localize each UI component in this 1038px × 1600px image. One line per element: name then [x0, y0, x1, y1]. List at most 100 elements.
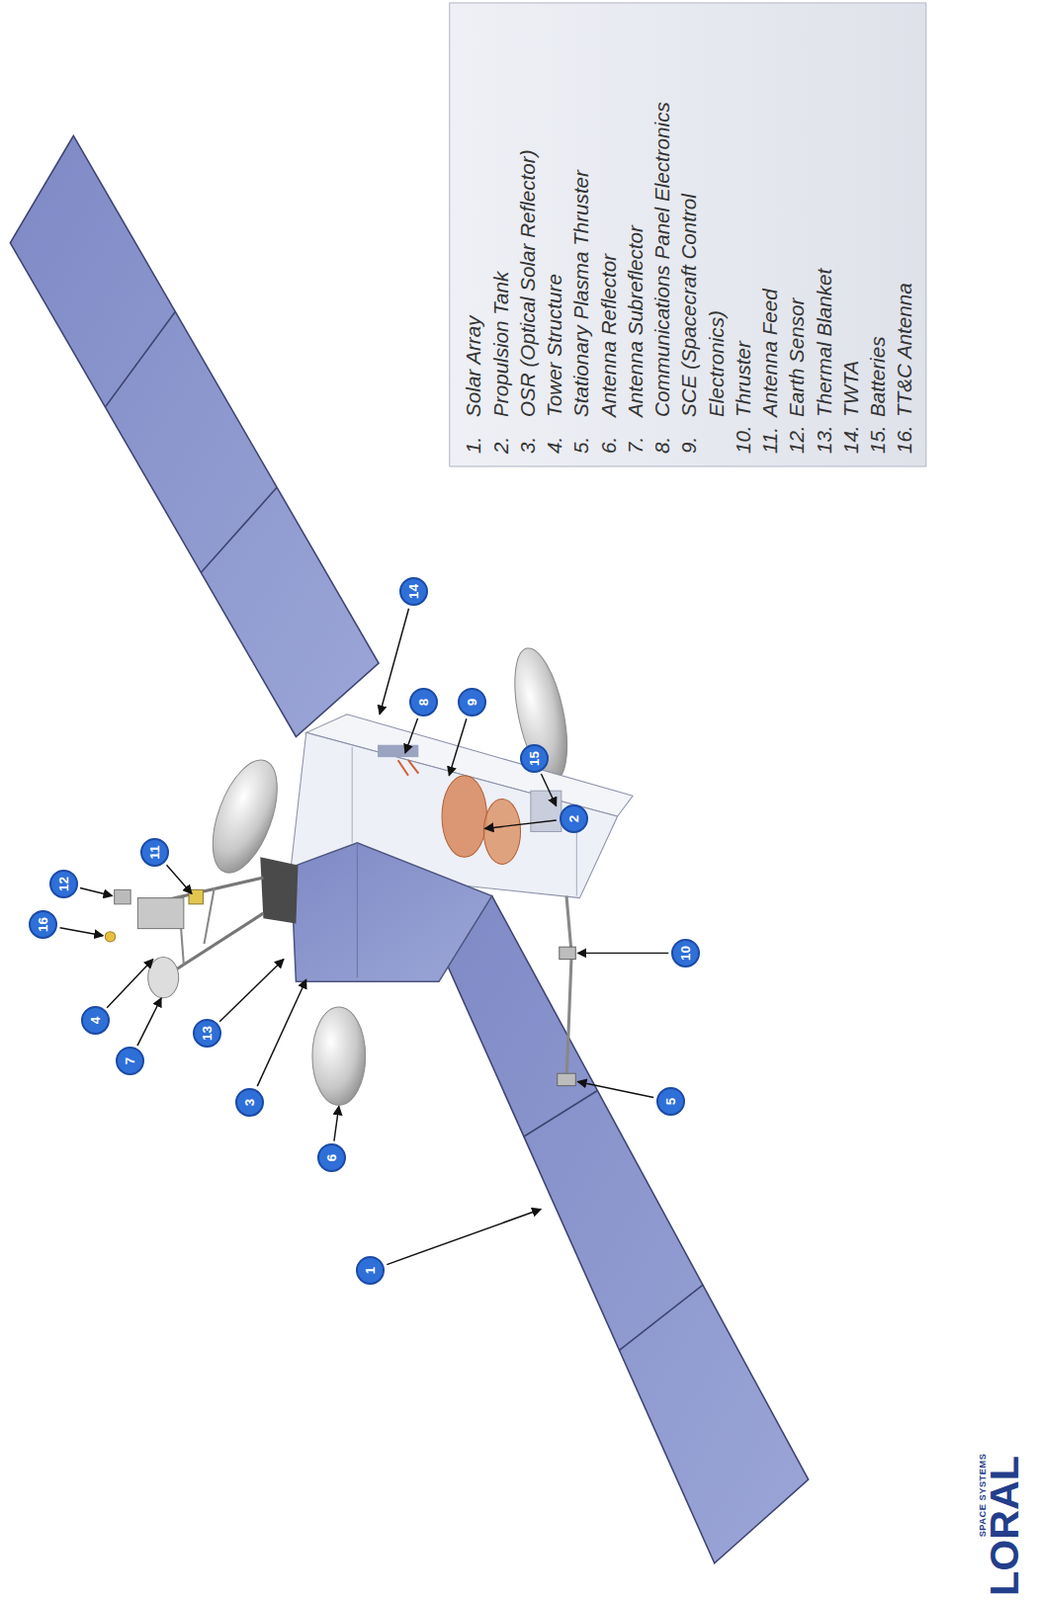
- callout-number: 3: [235, 1088, 264, 1118]
- callout-number: 9: [457, 688, 487, 717]
- thruster: [559, 947, 577, 959]
- callout-number: 8: [409, 688, 438, 717]
- legend-number: 5.: [568, 417, 596, 454]
- callout-number: 6: [317, 1143, 346, 1173]
- legend-number: 13.: [810, 417, 838, 454]
- legend-number: 6.: [595, 417, 622, 454]
- callout-number: 15: [519, 744, 549, 774]
- callout-number: 5: [656, 1087, 686, 1117]
- antenna-dish: [312, 1007, 366, 1106]
- part-name: Antenna Feed: [756, 289, 783, 419]
- callout-number: 11: [140, 838, 170, 867]
- part-name: OSR (Optical Solar Reflector): [514, 150, 541, 419]
- part-name: Solar Array: [460, 316, 488, 418]
- battery-pack: [530, 790, 562, 832]
- leader-line: [219, 959, 284, 1023]
- tower-strut: [203, 887, 214, 945]
- leader-line: [386, 1210, 541, 1266]
- legend-row: 12.Earth Sensor: [783, 11, 811, 454]
- leader-line: [167, 865, 193, 894]
- legend-row: 6.Antenna Reflector: [595, 11, 622, 454]
- leader-line: [577, 952, 669, 954]
- leader-line: [137, 998, 162, 1046]
- legend-row: 16.TT&C Antenna: [891, 11, 919, 454]
- legend-row: 3.OSR (Optical Solar Reflector): [514, 11, 541, 454]
- legend-number: 16.: [891, 417, 919, 454]
- solar-wing: [9, 135, 379, 737]
- leader-line: [80, 887, 113, 896]
- part-name: Earth Sensor: [783, 298, 811, 418]
- leader-line: [448, 718, 467, 777]
- body-edge: [356, 843, 358, 978]
- leader-line: [334, 1106, 340, 1141]
- panel-divider: [619, 1285, 704, 1351]
- callout-number: 12: [49, 869, 79, 899]
- part-name: Thruster: [729, 342, 757, 419]
- legend-panel: 1.Solar Array2.Propulsion Tank3.OSR (Opt…: [448, 2, 927, 468]
- panel-divider: [104, 311, 175, 408]
- plasma-thruster: [557, 1073, 577, 1086]
- leader-line: [540, 774, 556, 807]
- legend-row: 4.Tower Structure: [540, 11, 568, 454]
- part-name: Propulsion Tank: [487, 271, 515, 418]
- legend-row: 5.Stationary Plasma Thruster: [568, 11, 596, 454]
- ttc-antenna: [104, 932, 115, 943]
- legend-row: 14.TWTA: [837, 11, 865, 454]
- legend-row: 7.Antenna Subreflector: [621, 11, 649, 454]
- subreflector: [148, 957, 179, 999]
- legend-row: 10.Thruster: [729, 11, 757, 454]
- panel-divider: [200, 488, 276, 574]
- legend-number: 15.: [864, 417, 891, 454]
- part-name: TT&C Antenna: [891, 283, 919, 419]
- antenna-feed: [137, 898, 183, 930]
- legend-row: 9.SCE (Spacecraft Control Electronics): [676, 11, 731, 454]
- legend-row: 15.Batteries: [864, 11, 891, 454]
- callout-number: 10: [671, 939, 700, 968]
- part-name: TWTA: [837, 360, 865, 418]
- thruster-boom: [566, 896, 572, 1083]
- logo-wordmark: LORAL: [984, 1455, 1026, 1596]
- antenna-dish: [199, 752, 290, 882]
- body-edge: [351, 747, 353, 844]
- leader-line: [106, 959, 154, 1009]
- harness: [408, 760, 419, 774]
- propulsion-tank: [441, 776, 487, 859]
- legend-number: 3.: [514, 417, 541, 454]
- callout-number: 13: [192, 1019, 222, 1048]
- electronics-unit: [377, 745, 419, 758]
- part-name: SCE (Spacecraft Control Electronics): [676, 150, 731, 418]
- leader-line: [379, 608, 409, 715]
- osr-panel: [290, 843, 492, 982]
- callout-number: 7: [115, 1046, 145, 1076]
- legend-number: 2.: [487, 417, 515, 454]
- panel-divider: [523, 1091, 598, 1137]
- legend-number: 14.: [837, 417, 865, 454]
- legend-row: 1.Solar Array: [460, 11, 488, 454]
- callout-number: 2: [559, 804, 589, 834]
- leader-line: [60, 928, 104, 937]
- legend-number: 10.: [729, 417, 757, 454]
- part-name: Stationary Plasma Thruster: [568, 170, 596, 418]
- feed-block: [259, 857, 298, 924]
- earth-sensor: [114, 889, 132, 904]
- part-name: Batteries: [864, 337, 891, 418]
- legend-number: 12.: [783, 417, 811, 454]
- legend-row: 11.Antenna Feed: [756, 11, 783, 454]
- harness: [398, 760, 409, 776]
- callout-number: 1: [355, 1256, 385, 1286]
- part-name: Antenna Subreflector: [621, 226, 649, 419]
- legend-number: 8.: [648, 417, 676, 454]
- propulsion-tank: [483, 798, 520, 865]
- legend-number: 11.: [756, 417, 783, 454]
- callout-number: 16: [28, 910, 58, 940]
- callout-number: 14: [399, 577, 429, 606]
- leader-line: [577, 1081, 654, 1098]
- leader-line: [257, 979, 306, 1087]
- legend-row: 2.Propulsion Tank: [487, 11, 515, 454]
- legend-number: 1.: [460, 417, 488, 454]
- part-name: Tower Structure: [540, 273, 568, 418]
- callout-number: 4: [81, 1006, 110, 1036]
- legend-row: 13.Thermal Blanket: [810, 11, 838, 454]
- leader-line: [484, 820, 556, 829]
